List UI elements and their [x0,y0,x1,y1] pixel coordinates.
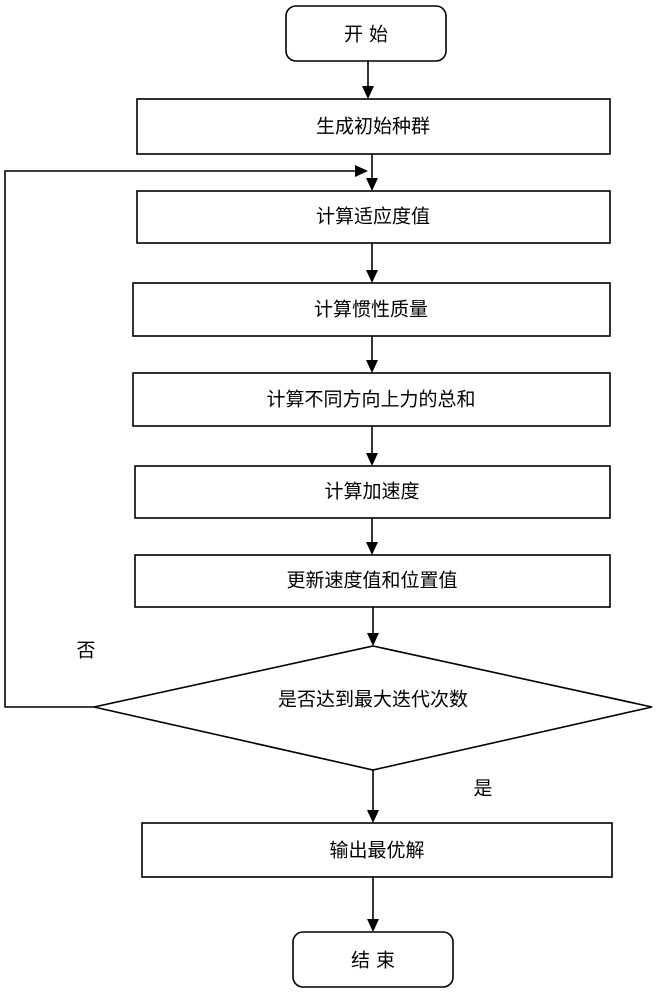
arrowhead [355,165,368,177]
loop-back-connector [4,165,368,708]
arrowhead [367,919,379,932]
end-label: 结 束 [351,950,395,972]
arrowhead [366,270,378,283]
decision-label: 是否达到最大迭代次数 [278,689,468,711]
start-shape [285,5,447,62]
arrowhead [366,453,378,466]
output-box [141,822,613,878]
step-inertial-mass: 计算惯性质量 [132,282,611,337]
step-box [132,282,611,337]
start-label: 开 始 [344,24,388,46]
output-label: 输出最优解 [329,840,424,862]
arrowhead [366,178,378,191]
connector-mass-to-force [366,336,378,373]
connector-output-to-end [367,877,379,932]
step-force-sum: 计算不同方向上力的总和 [132,372,611,427]
step-init-population: 生成初始种群 [136,98,611,155]
step-fitness: 计算适应度值 [136,190,611,244]
arrowhead [362,86,374,99]
no-branch-label: 否 [76,640,95,662]
arrowhead [367,633,379,646]
output-node: 输出最优解 [141,822,613,878]
step-update-velocity-position: 更新速度值和位置值 [134,554,611,608]
start-node: 开 始 [285,5,447,62]
connector-fitness-to-mass [366,243,378,283]
connector-start-to-init [362,61,374,99]
step-label: 计算加速度 [324,481,419,503]
step-box [136,190,611,244]
step-label: 计算惯性质量 [314,299,428,321]
step-acceleration: 计算加速度 [134,465,611,519]
decision-node: 是否达到最大迭代次数 [93,645,653,771]
step-label: 生成初始种群 [316,116,430,138]
connector-decision-to-output [367,770,379,823]
step-label: 更新速度值和位置值 [286,570,457,592]
arrowhead [367,810,379,823]
yes-branch-label: 是 [473,778,492,800]
connector-init-to-fitness [366,154,378,191]
end-node: 结 束 [292,931,454,988]
connector-update-to-decision [367,607,379,646]
step-box [136,98,611,155]
step-label: 计算不同方向上力的总和 [266,389,475,411]
arrowhead [366,542,378,555]
arrowhead [366,360,378,373]
step-label: 计算适应度值 [316,206,430,228]
connector-force-to-accel [366,426,378,466]
connector-accel-to-update [366,518,378,555]
